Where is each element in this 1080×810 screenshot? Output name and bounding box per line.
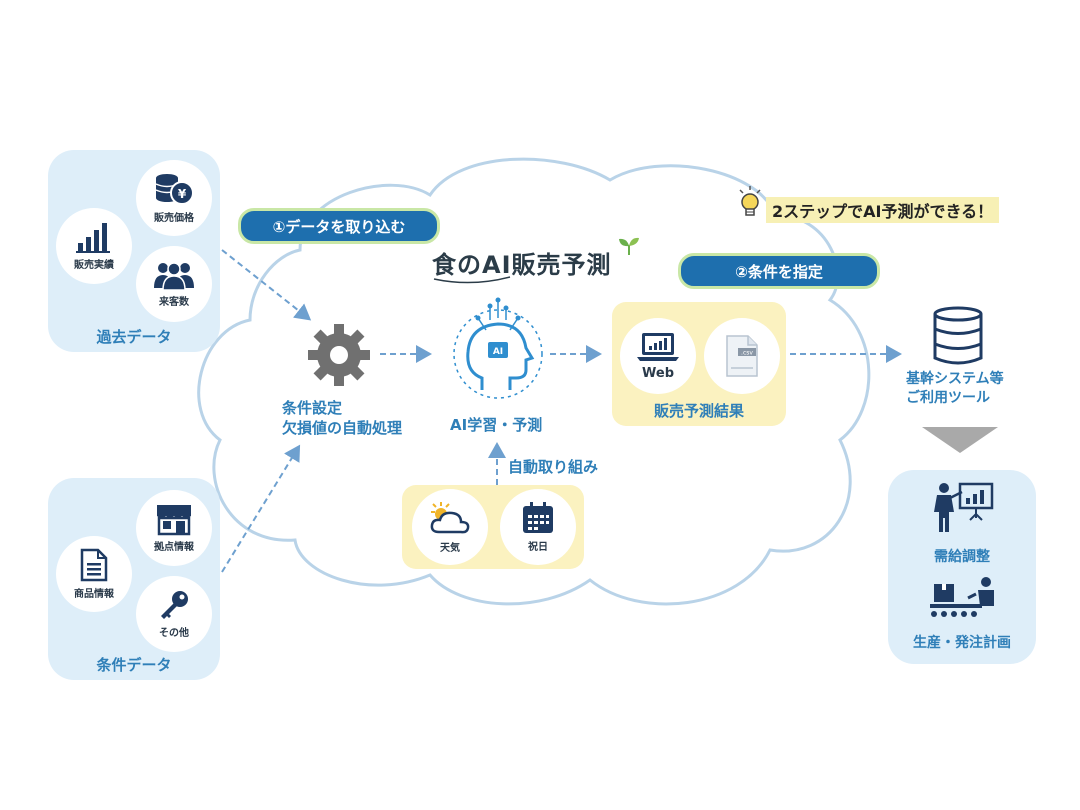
settings-line1: 条件設定 (282, 399, 343, 417)
lightbulb-icon (739, 186, 761, 216)
past-data-panel: 販売実績 ¥ 販売価格 来客数 過去データ (48, 150, 220, 352)
holiday-item: 祝日 (500, 489, 576, 565)
arrow-past-to-settings (221, 249, 312, 321)
people-icon (154, 262, 194, 291)
key-icon (161, 591, 188, 619)
condition-data-panel: 商品情報 拠点情報 その他 条件データ (48, 478, 220, 680)
settings-line2: 欠損値の自動処理 (282, 419, 403, 437)
system-label: 基幹システム等 ご利用ツール (906, 370, 1004, 408)
sales-results-label: 販売実績 (74, 260, 114, 271)
svg-text:¥: ¥ (178, 187, 187, 201)
store-info-label: 拠点情報 (154, 542, 194, 553)
store-info-item: 拠点情報 (136, 490, 212, 566)
logo: 食のAI販売予測 (432, 237, 647, 285)
laptop-icon (637, 333, 679, 361)
document-icon (80, 548, 108, 582)
visitor-count-item: 来客数 (136, 246, 212, 322)
web-label: Web (642, 366, 674, 381)
others-label: その他 (159, 628, 189, 639)
product-info-item: 商品情報 (56, 536, 132, 612)
condition-data-title: 条件データ (96, 656, 172, 674)
sprout-icon (619, 237, 639, 255)
ai-chip-label: AI (493, 347, 503, 357)
system-line1: 基幹システム等 (906, 371, 1004, 387)
step1-pill: ①データを取り込む (238, 208, 440, 244)
past-data-title: 過去データ (96, 328, 172, 346)
ai-label: AI学習・予測 (450, 416, 543, 434)
arrow-condition-to-settings (221, 444, 301, 573)
callout-text: 2ステップでAI予測ができる！ (766, 197, 1000, 223)
csv-label: .csv (741, 350, 753, 357)
web-item: Web (620, 318, 696, 394)
others-item: その他 (136, 576, 212, 652)
down-triangle (922, 427, 998, 453)
ai-brain-icon: AI (453, 297, 543, 399)
weather-item: 天気 (412, 489, 488, 565)
calendar-icon (523, 502, 553, 533)
production-icon (930, 577, 994, 617)
gear-icon (308, 324, 370, 386)
usage-panel: 需給調整 生産・発注計画 (888, 470, 1036, 664)
presentation-icon (934, 482, 994, 532)
bar-chart-icon (76, 223, 110, 253)
auto-label: 自動取り組み (508, 458, 599, 476)
logo-text: 食のAI販売予測 (432, 251, 612, 279)
weather-icon (430, 502, 470, 534)
step2-pill: ②条件を指定 (678, 253, 880, 289)
auto-inputs-box: 天気 祝日 (402, 485, 584, 569)
logo-swoosh (433, 276, 511, 284)
store-icon (157, 505, 191, 536)
system-line2: ご利用ツール (906, 390, 990, 406)
holiday-label: 祝日 (528, 542, 548, 553)
weather-label: 天気 (440, 543, 460, 554)
coins-yen-icon: ¥ (155, 174, 194, 205)
production-order-label: 生産・発注計画 (913, 635, 1011, 651)
settings-label: 条件設定 欠損値の自動処理 (282, 398, 402, 438)
visitor-count-label: 来客数 (159, 297, 189, 308)
csv-item: .csv (704, 318, 780, 394)
supply-demand-label: 需給調整 (934, 549, 990, 565)
sales-results-item: 販売実績 (56, 208, 132, 284)
csv-file-icon: .csv (726, 335, 758, 377)
sales-price-label: 販売価格 (154, 213, 194, 224)
product-info-label: 商品情報 (74, 589, 114, 600)
database-icon (933, 306, 983, 365)
result-title: 販売予測結果 (653, 402, 744, 420)
callout-label: 2ステップでAI予測ができる！ (772, 202, 994, 221)
sales-price-item: ¥ 販売価格 (136, 160, 212, 236)
result-box: Web .csv 販売予測結果 (612, 302, 786, 426)
